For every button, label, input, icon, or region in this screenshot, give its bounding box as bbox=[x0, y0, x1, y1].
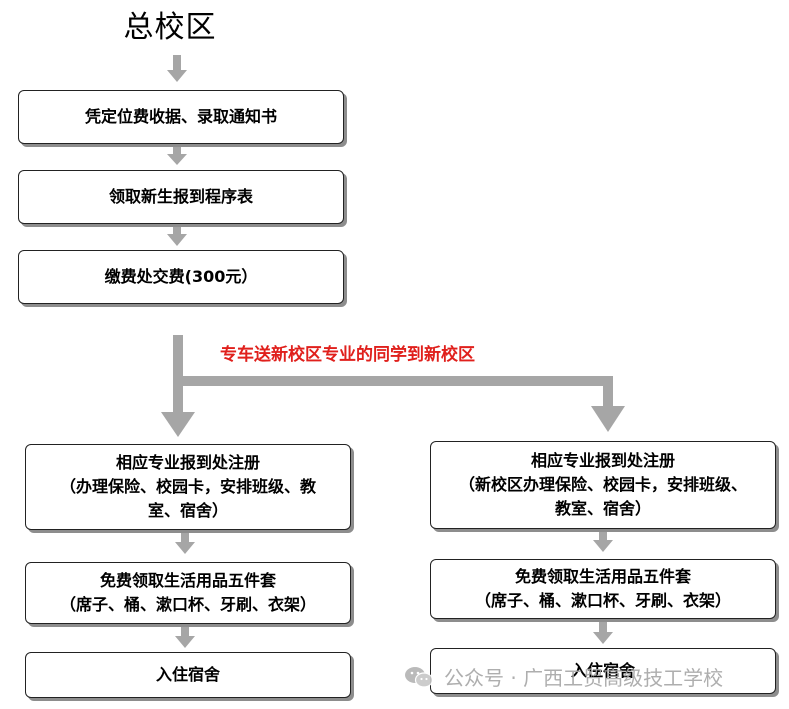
arrow-down-left bbox=[161, 412, 195, 437]
branch-right-line bbox=[603, 376, 613, 408]
branch-horizontal-line bbox=[183, 376, 613, 386]
watermark-text: 公众号 · 广西工贸高级技工学校 bbox=[444, 666, 724, 690]
arrow-down bbox=[167, 145, 187, 165]
left-register-box: 相应专业报到处注册 （办理保险、校园卡，安排班级、教 室、宿舍） bbox=[25, 444, 351, 530]
arrow-down bbox=[175, 626, 195, 648]
arrow-down-right bbox=[591, 406, 625, 432]
arrow-down bbox=[593, 622, 613, 644]
wechat-icon bbox=[405, 666, 434, 688]
arrow-down bbox=[167, 225, 187, 246]
arrow-down bbox=[593, 530, 613, 552]
page-title: 总校区 bbox=[123, 10, 217, 45]
left-supplies-box: 免费领取生活用品五件套 （席子、桶、漱口杯、牙刷、衣架） bbox=[25, 562, 351, 624]
step-box-registration-form: 领取新生报到程序表 bbox=[18, 170, 344, 224]
arrow-down bbox=[175, 532, 195, 554]
trunk-line bbox=[173, 335, 183, 413]
right-dorm-box: 入住宿舍 bbox=[430, 648, 776, 694]
watermark: 公众号 · 广西工贸高级技工学校 bbox=[404, 662, 723, 691]
right-register-box: 相应专业报到处注册 （新校区办理保险、校园卡，安排班级、 教室、宿舍） bbox=[430, 441, 776, 529]
step-box-receipt: 凭定位费收据、录取通知书 bbox=[18, 90, 344, 144]
right-supplies-box: 免费领取生活用品五件套 （席子、桶、漱口杯、牙刷、衣架） bbox=[430, 559, 776, 619]
branch-note: 专车送新校区专业的同学到新校区 bbox=[220, 345, 475, 365]
step-box-payment: 缴费处交费(300元） bbox=[18, 250, 344, 304]
left-dorm-box: 入住宿舍 bbox=[25, 652, 351, 698]
arrow-down bbox=[167, 55, 187, 82]
